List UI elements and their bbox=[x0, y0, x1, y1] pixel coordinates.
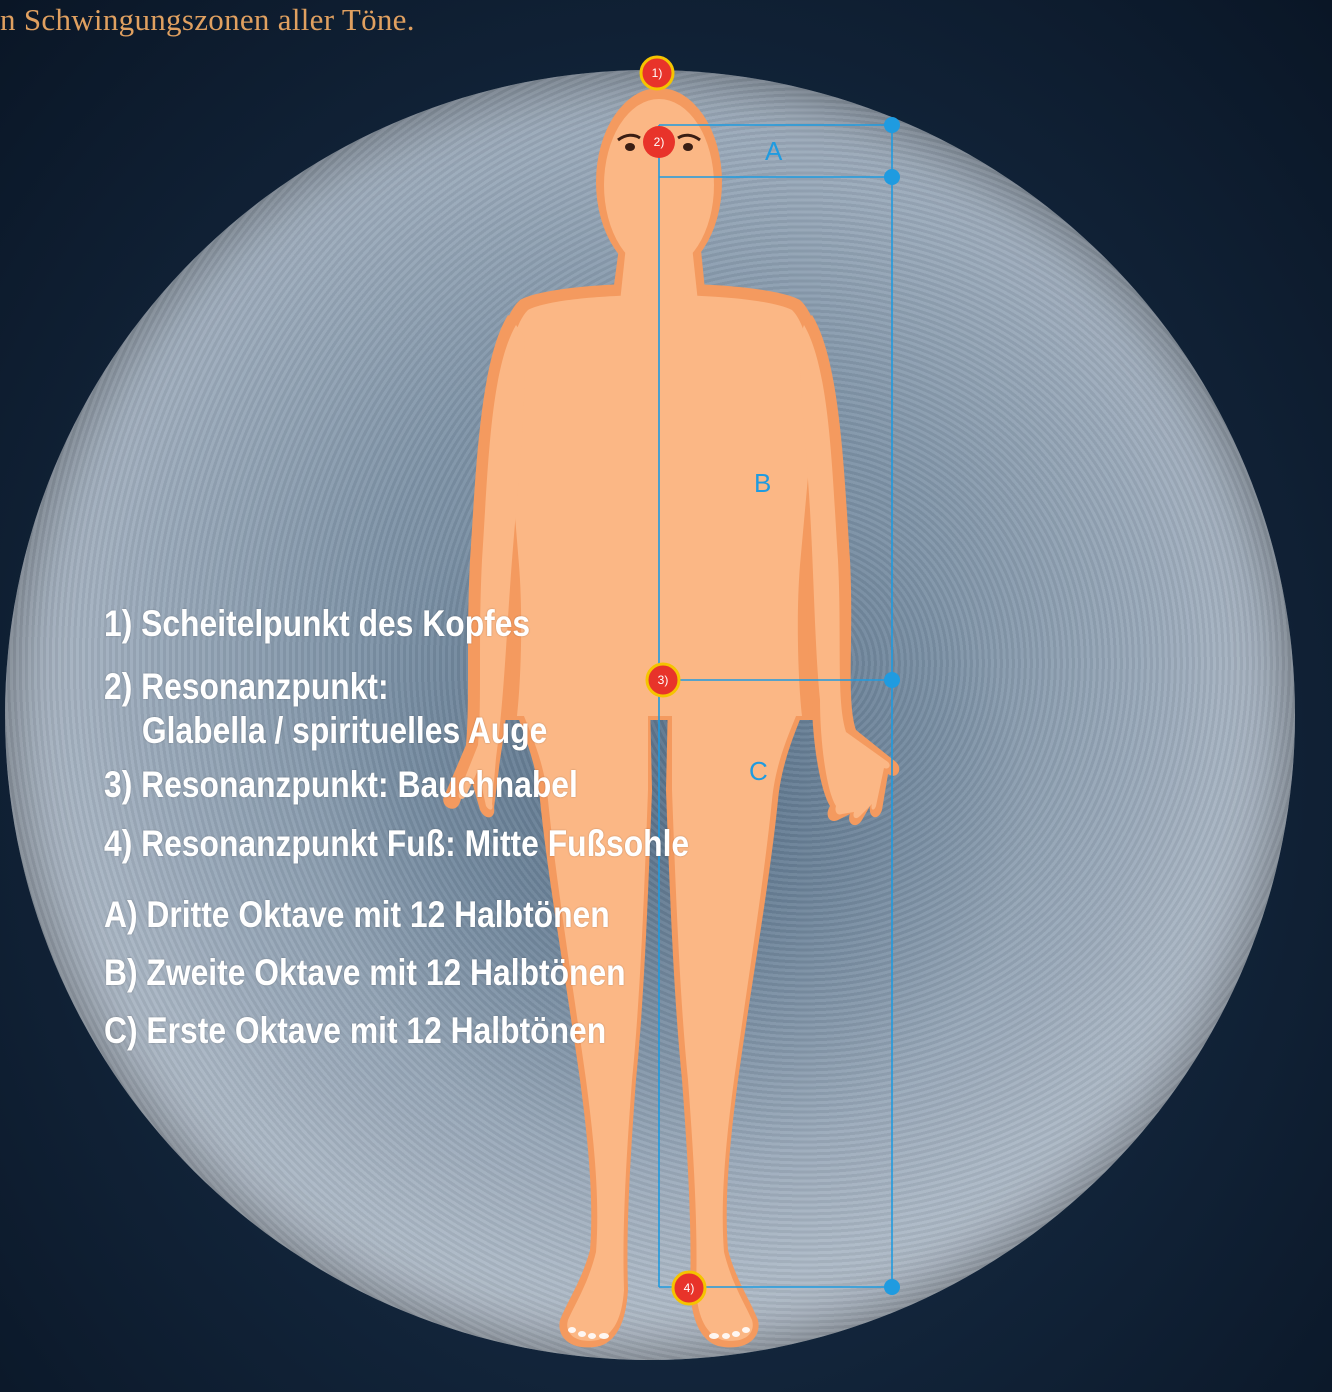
endpoint-dot bbox=[884, 117, 900, 133]
marker-4-label: 4) bbox=[684, 1281, 695, 1295]
marker-1-label: 1) bbox=[652, 66, 663, 80]
legend-item-4: 4) Resonanzpunkt Fuß: Mitte Fußsohle bbox=[104, 823, 689, 865]
endpoint-dot bbox=[884, 169, 900, 185]
legend-item-c: C) Erste Oktave mit 12 Halbtönen bbox=[104, 1010, 606, 1052]
legend-item-a: A) Dritte Oktave mit 12 Halbtönen bbox=[104, 894, 610, 936]
legend-item-1: 1) Scheitelpunkt des Kopfes bbox=[104, 603, 530, 645]
marker-3-label: 3) bbox=[658, 673, 669, 687]
endpoint-dot bbox=[884, 672, 900, 688]
segment-label-b: B bbox=[754, 468, 771, 498]
marker-4: 4) bbox=[673, 1272, 705, 1304]
marker-1: 1) bbox=[641, 57, 673, 89]
legend-item-2-detail: Glabella / spirituelles Auge bbox=[142, 710, 548, 752]
legend-item-b: B) Zweite Oktave mit 12 Halbtönen bbox=[104, 952, 626, 994]
legend-item-3: 3) Resonanzpunkt: Bauchnabel bbox=[104, 764, 578, 806]
segment-label-c: C bbox=[749, 756, 768, 786]
legend-item-2: 2) Resonanzpunkt: bbox=[104, 666, 389, 708]
endpoint-dot bbox=[884, 1279, 900, 1295]
marker-2: 2) bbox=[643, 126, 675, 158]
marker-2-label: 2) bbox=[654, 135, 665, 149]
segment-label-a: A bbox=[765, 136, 783, 166]
marker-3: 3) bbox=[647, 664, 679, 696]
